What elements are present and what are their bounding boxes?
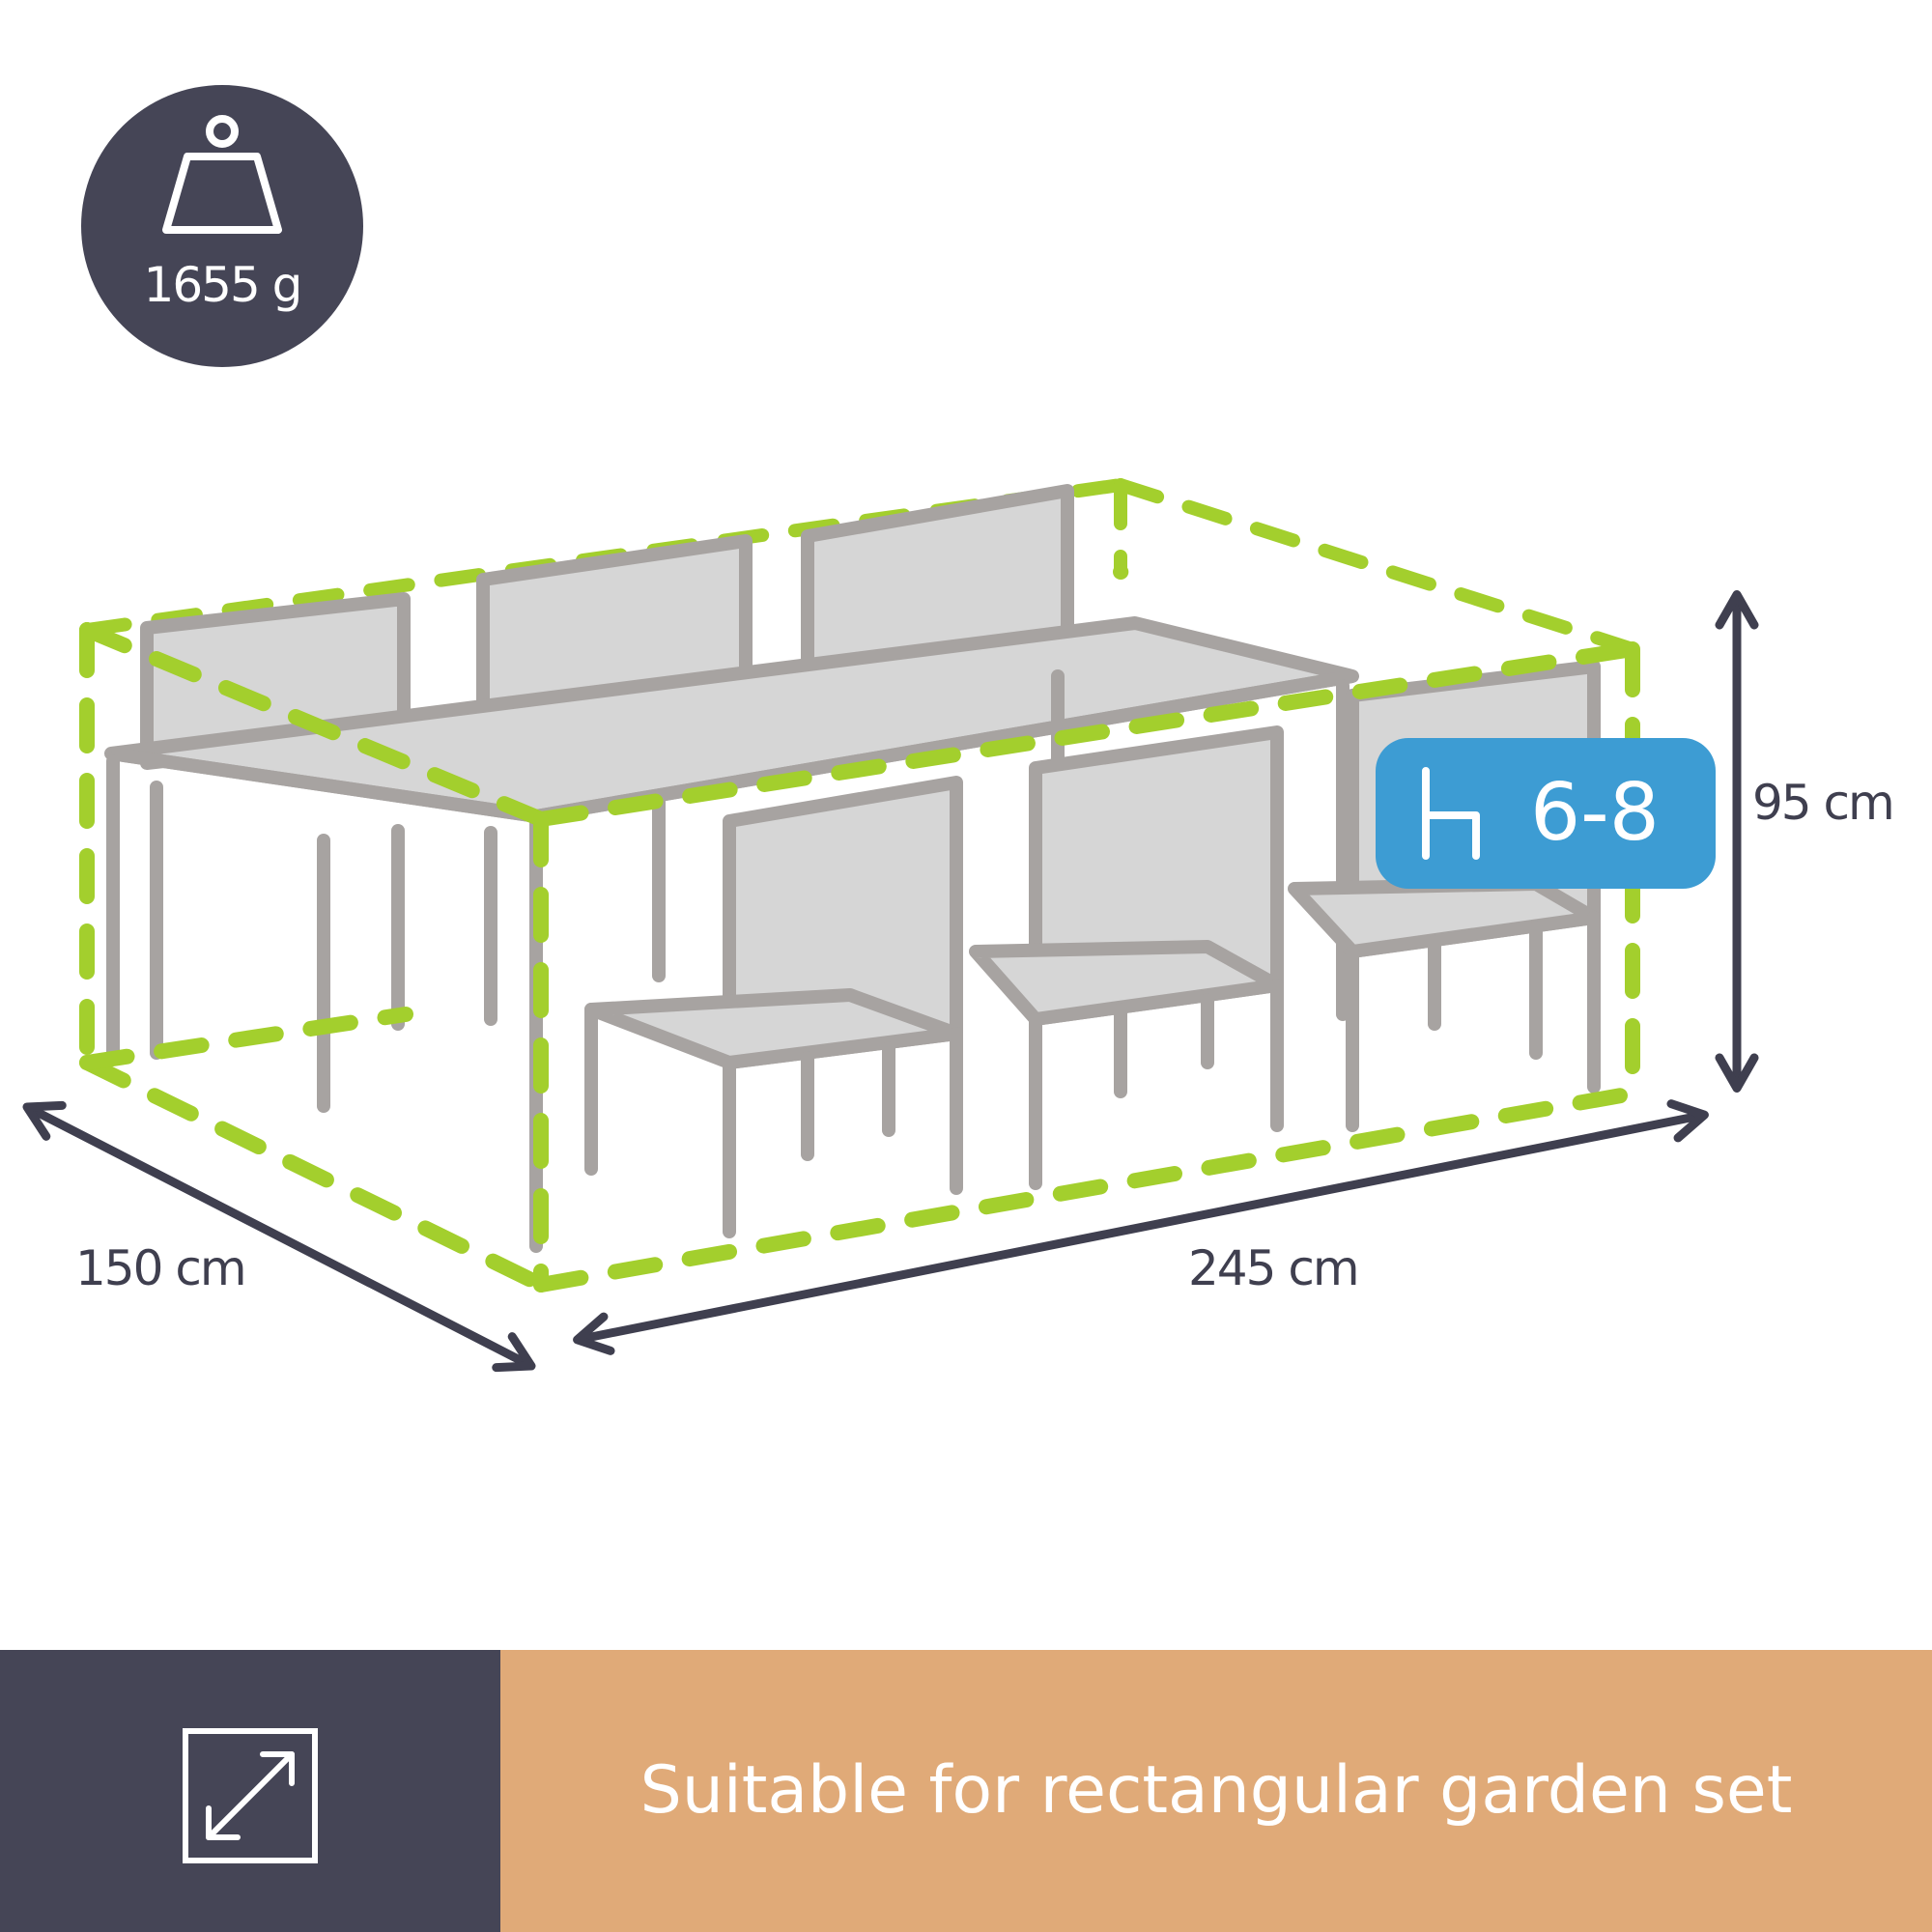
seats-range: 6-8	[1530, 767, 1660, 859]
diagonal-resize-icon	[183, 1728, 318, 1863]
depth-arrow	[22, 1100, 536, 1373]
weight-value: 1655 g	[143, 257, 303, 313]
back-chair-legs	[317, 795, 666, 1113]
garden-set-illustration	[22, 478, 1759, 1373]
width-label: 245 cm	[1188, 1240, 1360, 1296]
height-label: 95 cm	[1752, 775, 1895, 831]
weight-badge: 1655 g	[81, 85, 363, 367]
depth-label: 150 cm	[75, 1240, 247, 1296]
chair-icon	[1422, 767, 1480, 860]
width-arrow	[573, 1099, 1709, 1355]
front-chairs	[584, 660, 1601, 1238]
footer-text: Suitable for rectangular garden set	[639, 1752, 1793, 1829]
footer-icon-panel	[0, 1650, 500, 1932]
seats-badge: 6-8	[1376, 738, 1716, 889]
dimension-arrows	[22, 590, 1759, 1373]
footer-text-panel: Suitable for rectangular garden set	[500, 1650, 1932, 1932]
weight-icon	[162, 115, 282, 234]
